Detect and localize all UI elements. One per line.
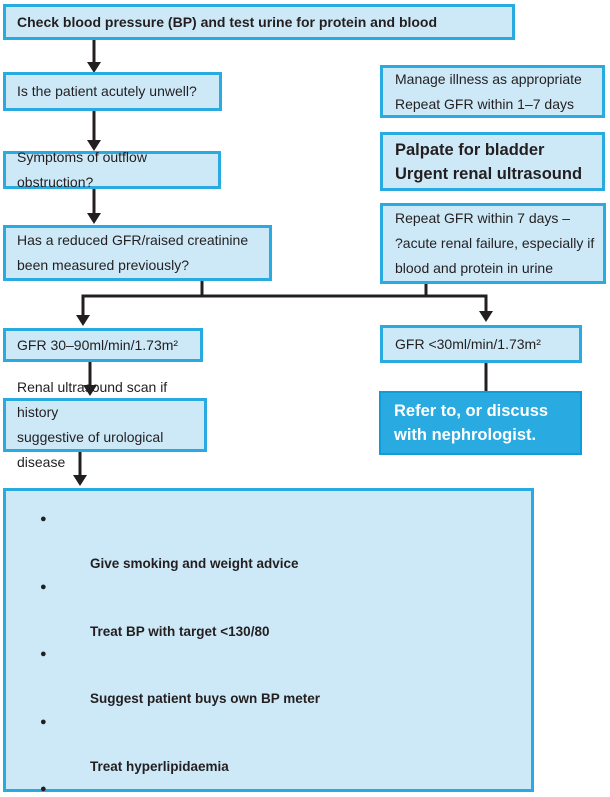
management-item-text: Give smoking and weight advice <box>90 556 299 571</box>
management-item: ● Suggest patient buys own BP meter <box>6 643 513 711</box>
branch-connector <box>76 281 493 326</box>
management-item: ● Treat hyperlipidaemia <box>6 711 513 779</box>
bullet-icon: ● <box>40 648 47 660</box>
management-item-text: Treat BP with target <130/80 <box>90 623 270 639</box>
refer-nephrologist-box: Refer to, or discuss with nephrologist. <box>379 391 582 455</box>
repeat-gfr-7days-box: Repeat GFR within 7 days – ?acute renal … <box>380 203 606 284</box>
previous-gfr-box: Has a reduced GFR/raised creatinine been… <box>3 225 272 281</box>
renal-ultrasound-box: Renal ultrasound scan if history suggest… <box>3 379 207 470</box>
palpate-bladder-box: Palpate for bladder Urgent renal ultraso… <box>380 132 605 191</box>
management-item: ● Give smoking and weight advice <box>6 508 513 576</box>
gfr-below-30-box: GFR <30ml/min/1.73m² <box>380 325 582 363</box>
bullet-icon: ● <box>40 783 47 795</box>
bullet-icon: ● <box>40 513 47 525</box>
management-item: ● If urine protein≥ + and blood ≥ +, cul… <box>6 778 513 797</box>
bullet-icon: ● <box>40 580 47 593</box>
management-item-text: Treat hyperlipidaemia <box>90 758 229 774</box>
management-item-text: Suggest patient buys own BP meter <box>90 691 321 706</box>
arrow-check-to-unwell <box>87 40 101 73</box>
check-bp-box: Check blood pressure (BP) and test urine… <box>3 4 515 40</box>
bullet-icon: ● <box>40 715 47 728</box>
management-item: ● Treat BP with target <130/80 <box>6 576 513 644</box>
outflow-obstruction-box: Symptoms of outflow obstruction? <box>3 149 221 190</box>
manage-illness-box: Manage illness as appropriate Repeat GFR… <box>380 65 605 118</box>
acutely-unwell-box: Is the patient acutely unwell? <box>3 72 222 111</box>
management-advice-box: ● Give smoking and weight advice ● Treat… <box>3 488 534 795</box>
gfr-30-90-box: GFR 30–90ml/min/1.73m² <box>3 328 203 362</box>
